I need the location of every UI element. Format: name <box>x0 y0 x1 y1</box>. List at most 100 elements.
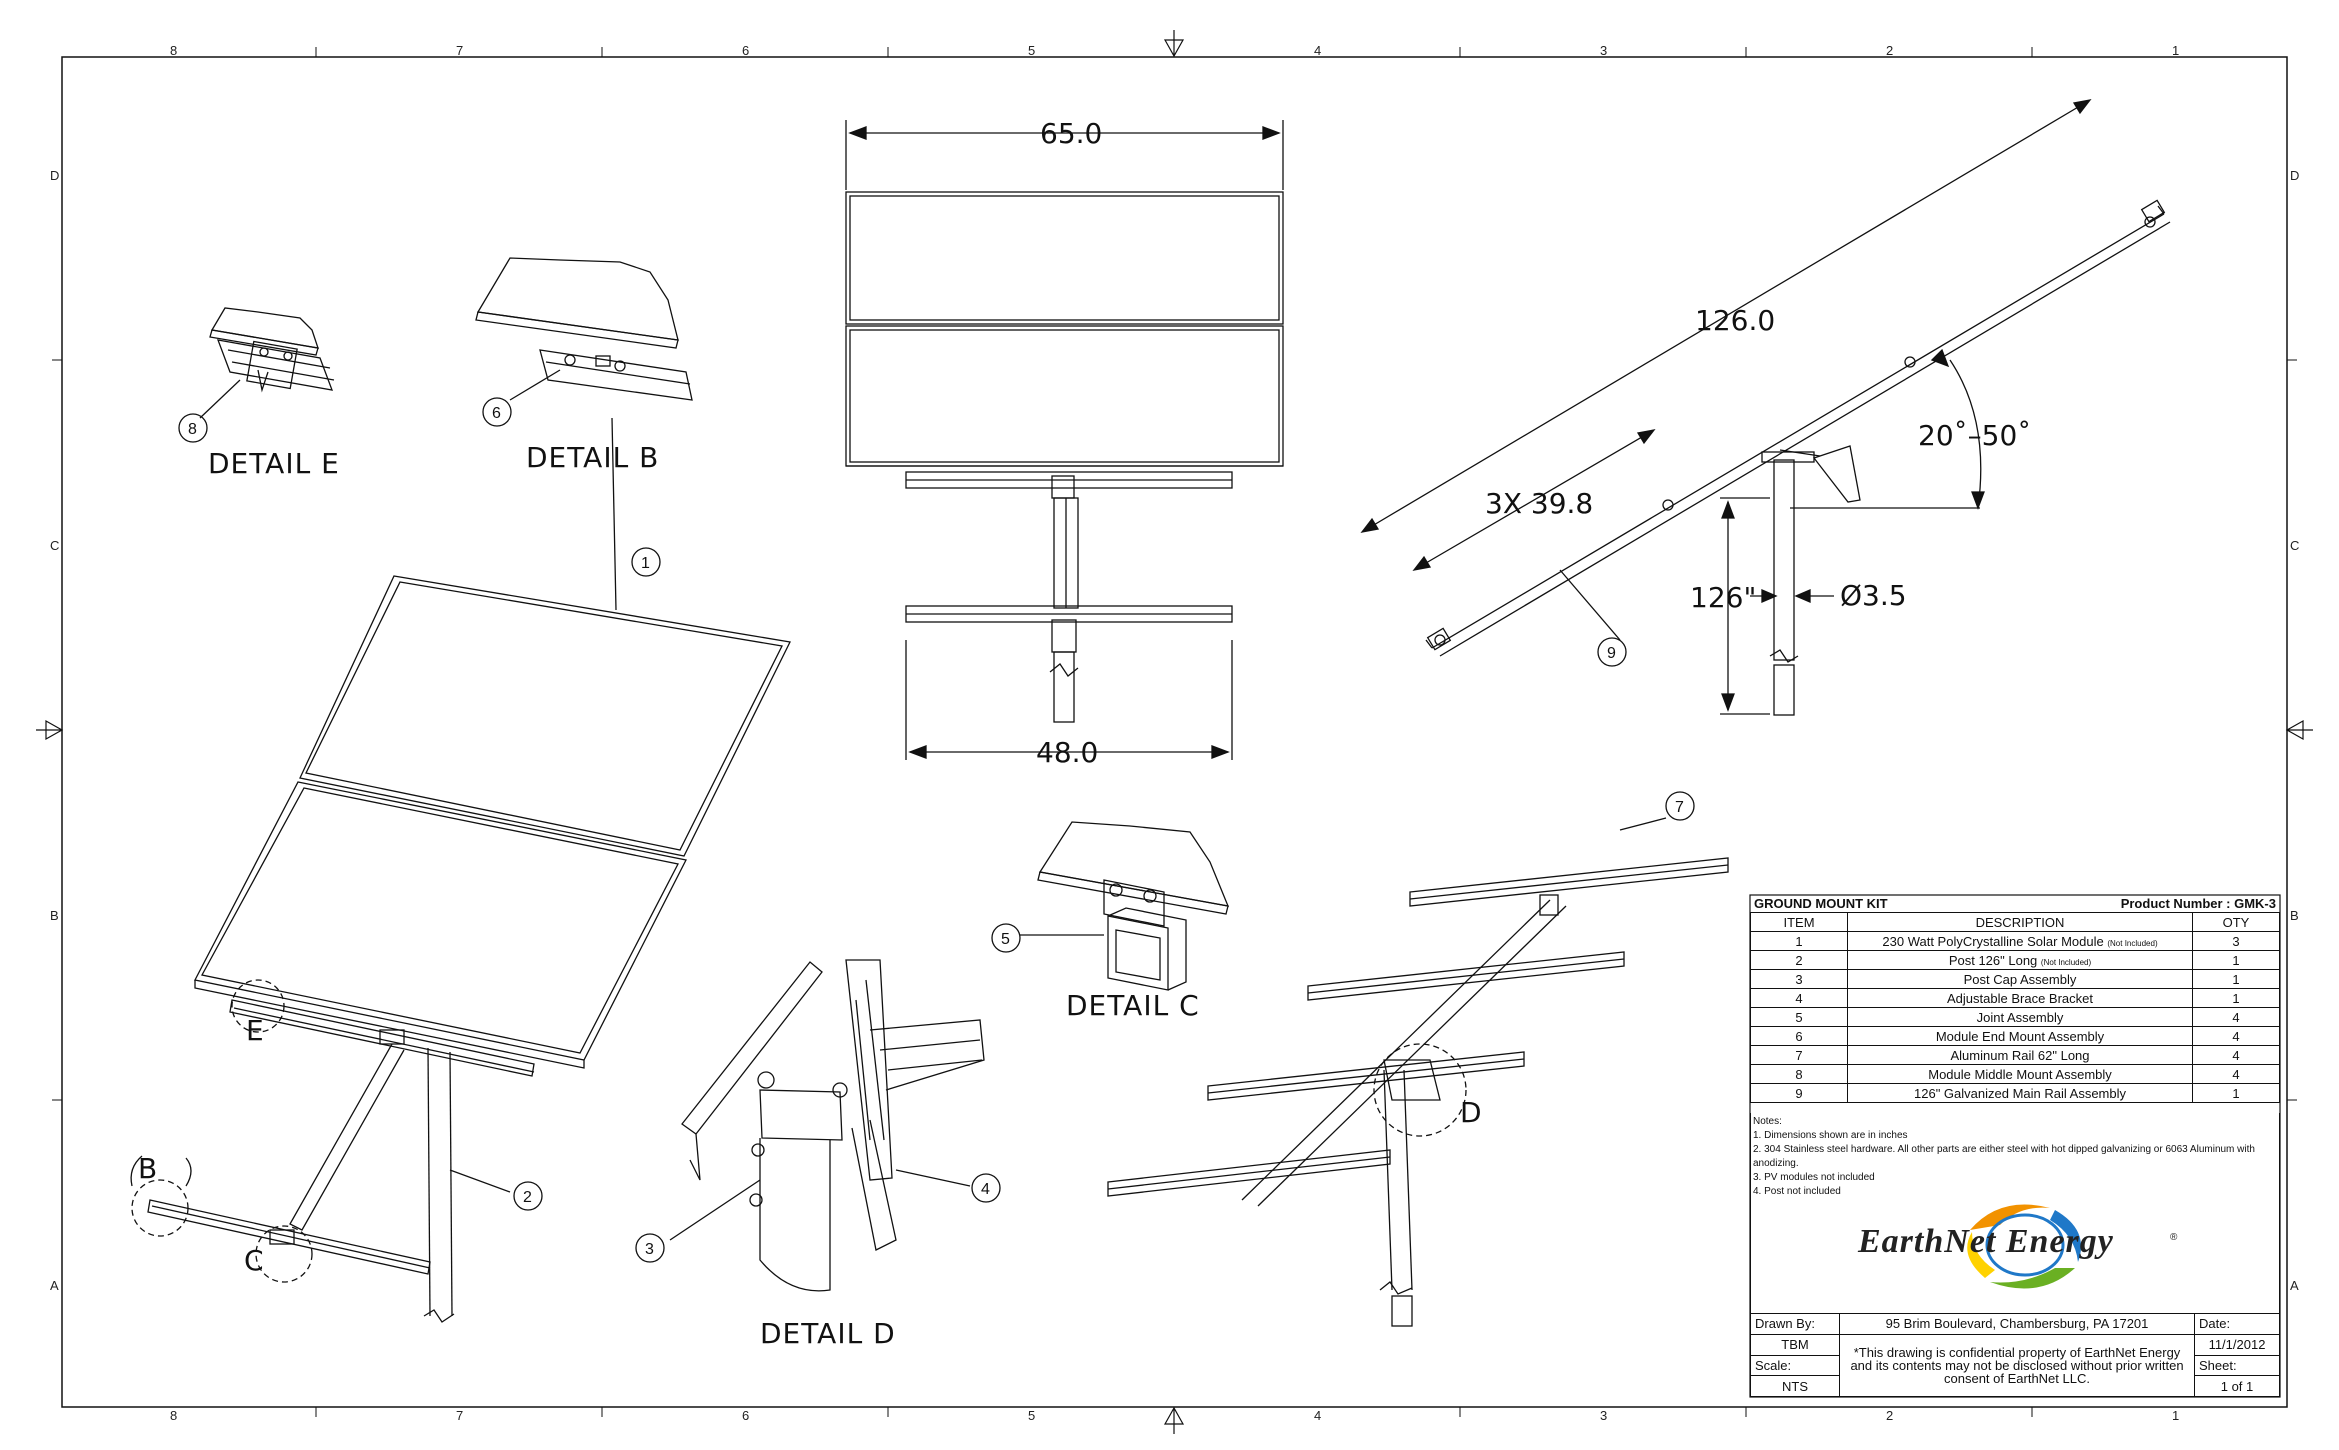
callout-c: C <box>244 1244 265 1277</box>
detail-d-view <box>635 959 1001 1292</box>
dimension-65: 65.0 <box>1040 117 1102 150</box>
zone-col-1-bottom: 1 <box>2172 1408 2179 1423</box>
zone-col-6: 6 <box>742 43 749 58</box>
detail-c-label: DETAIL C <box>1066 989 1200 1022</box>
bom-qty: 4 <box>2192 1045 2280 1065</box>
zone-row-a: A <box>50 1278 59 1293</box>
balloon-3: 3 <box>645 1241 654 1258</box>
bom-header: GROUND MOUNT KIT Product Number : GMK-3 <box>1750 895 2280 912</box>
zone-col-4-bottom: 4 <box>1314 1408 1321 1423</box>
scale-value: NTS <box>1750 1375 1840 1397</box>
zone-col-7: 7 <box>456 43 463 58</box>
notes-section: Notes: 1. Dimensions shown are in inches… <box>1750 1113 2280 1313</box>
zone-col-3: 3 <box>1600 43 1607 58</box>
balloon-2: 2 <box>523 1189 532 1206</box>
bom-description: Module End Mount Assembly <box>1847 1026 2193 1046</box>
dimension-tilt: 20˚–50˚ <box>1918 419 2031 452</box>
zone-row-d: D <box>50 168 59 183</box>
bill-of-materials: GROUND MOUNT KIT Product Number : GMK-3 … <box>1750 895 2280 1103</box>
zone-col-3-bottom: 3 <box>1600 1408 1607 1423</box>
balloon-9: 9 <box>1607 645 1616 662</box>
bom-description: Post Cap Assembly <box>1847 969 2193 989</box>
bom-description: Aluminum Rail 62" Long <box>1847 1045 2193 1065</box>
bom-item: 3 <box>1750 969 1848 989</box>
date-label: Date: <box>2194 1313 2280 1335</box>
zone-col-2: 2 <box>1886 43 1893 58</box>
isometric-view <box>130 417 791 1323</box>
zone-row-c: C <box>50 538 59 553</box>
bom-item: 8 <box>1750 1064 1848 1084</box>
zone-col-8-bottom: 8 <box>170 1408 177 1423</box>
detail-b-view <box>475 257 693 427</box>
detail-d-label: DETAIL D <box>760 1317 896 1350</box>
zone-row-a-right: A <box>2290 1278 2299 1293</box>
balloon-5: 5 <box>1001 931 1010 948</box>
zone-col-4: 4 <box>1314 43 1321 58</box>
date-value: 11/1/2012 <box>2194 1333 2280 1356</box>
title-block: Drawn By: 95 Brim Boulevard, Chambersbur… <box>1750 1313 2280 1398</box>
rail-assembly-view <box>1107 791 1729 1327</box>
zone-labels: 8 7 6 5 4 3 2 1 8 7 6 5 4 3 2 1 D C B A … <box>50 43 2299 1423</box>
bom-qty: 1 <box>2192 950 2280 970</box>
bom-qty: 1 <box>2192 988 2280 1008</box>
notes-title: Notes: <box>1753 1116 1782 1127</box>
zone-row-b-right: B <box>2290 908 2299 923</box>
bom-description: Post 126" Long (Not Included) <box>1847 950 2193 970</box>
bom-description: 230 Watt PolyCrystalline Solar Module (N… <box>1847 931 2193 951</box>
dimension-post-diameter: Ø3.5 <box>1840 579 1907 612</box>
detail-c-view <box>991 821 1230 991</box>
balloon-6: 6 <box>492 405 501 422</box>
bom-note: (Not Included) <box>2040 957 2092 967</box>
title-row-1: Drawn By: 95 Brim Boulevard, Chambersbur… <box>1750 1313 2280 1335</box>
sheet-label: Sheet: <box>2194 1354 2280 1377</box>
note-item: 4. Post not included <box>1753 1186 1841 1197</box>
side-view <box>1360 99 2171 716</box>
bom-qty: 4 <box>2192 1064 2280 1084</box>
note-item: 2. 304 Stainless steel hardware. All oth… <box>1753 1144 2255 1169</box>
detail-e-label: DETAIL E <box>208 447 340 480</box>
bom-description: Adjustable Brace Bracket <box>1847 988 2193 1008</box>
title-row-3: Scale: Sheet: <box>1750 1354 2280 1377</box>
bom-description: Joint Assembly <box>1847 1007 2193 1027</box>
zone-col-2-bottom: 2 <box>1886 1408 1893 1423</box>
zone-col-5-bottom: 5 <box>1028 1408 1035 1423</box>
bom-col-description: DESCRIPTION <box>1847 912 2193 932</box>
detail-e-view <box>178 307 335 443</box>
bom-description: Module Middle Mount Assembly <box>1847 1064 2193 1084</box>
zone-col-6-bottom: 6 <box>742 1408 749 1423</box>
zone-row-d-right: D <box>2290 168 2299 183</box>
bom-col-item: ITEM <box>1750 912 1848 932</box>
bom-qty: 1 <box>2192 969 2280 989</box>
bom-item: 1 <box>1750 931 1848 951</box>
dimension-48: 48.0 <box>1036 736 1098 769</box>
scale-label: Scale: <box>1750 1354 1840 1377</box>
logo-text: EarthNet Energy <box>1857 1223 2114 1260</box>
zone-col-5: 5 <box>1028 43 1035 58</box>
drawn-by-label: Drawn By: <box>1750 1313 1840 1335</box>
dimension-126-rail: 126.0 <box>1695 304 1775 337</box>
sheet-value: 1 of 1 <box>2194 1375 2280 1397</box>
balloon-4: 4 <box>981 1181 990 1198</box>
bom-description-text: 230 Watt PolyCrystalline Solar Module <box>1882 933 2104 949</box>
bom-qty: 3 <box>2192 931 2280 951</box>
title-row-2: TBM *This drawing is confidential proper… <box>1750 1333 2280 1398</box>
drawn-by-value: TBM <box>1750 1333 1840 1356</box>
bom-product-number: Product Number : GMK-3 <box>2120 896 2276 911</box>
bom-note: (Not Included) <box>2107 938 2158 948</box>
bom-item: 6 <box>1750 1026 1848 1046</box>
zone-col-8: 8 <box>170 43 177 58</box>
zone-col-1: 1 <box>2172 43 2179 58</box>
callout-e: E <box>246 1014 265 1047</box>
title-row-4: NTS 1 of 1 <box>1750 1375 2280 1397</box>
bom-qty: 1 <box>2192 1083 2280 1103</box>
bom-item: 7 <box>1750 1045 1848 1065</box>
logo-globe-icon <box>1967 1204 2082 1289</box>
